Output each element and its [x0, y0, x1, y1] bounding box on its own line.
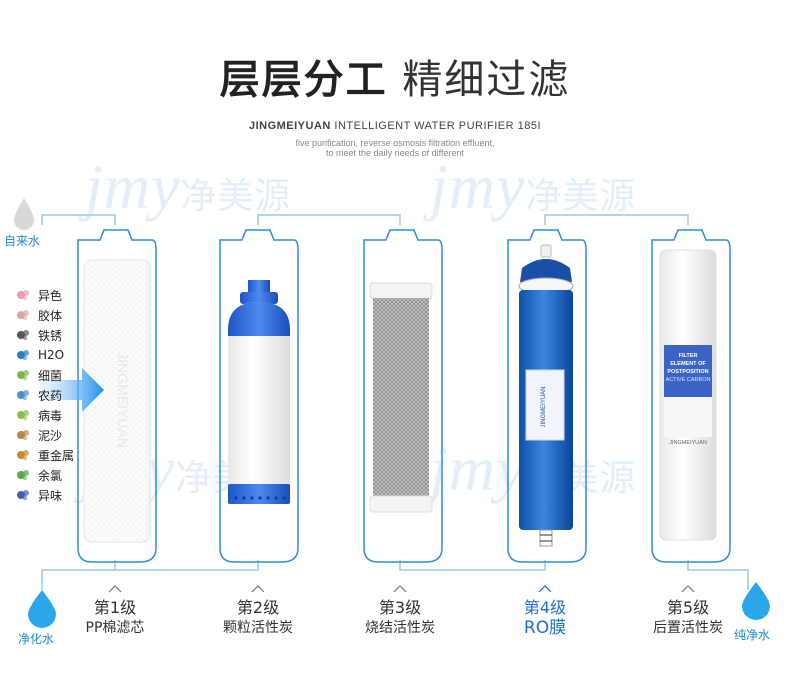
contaminant-label: 重金属	[38, 448, 75, 463]
description: five purification, reverse osmosis filtr…	[0, 138, 790, 158]
description-line-2: to meet the daily needs of different	[326, 148, 464, 158]
tap-water-label: 自来水	[4, 234, 41, 248]
contaminant-item: 胶体	[14, 305, 104, 325]
stage-label-2: 第2级 颗粒活性炭	[188, 598, 328, 638]
housings	[77, 229, 731, 563]
purified-water-drop-icon	[28, 590, 56, 628]
title-light: 精细过滤	[402, 57, 571, 103]
tap-water-drop-icon	[14, 198, 34, 230]
rust-icon	[14, 327, 32, 343]
contaminant-item: 泥沙	[14, 425, 104, 445]
pure-water-drop-icon	[742, 582, 770, 620]
stage-sub: 后置活性炭	[653, 620, 723, 636]
stage-name: 第5级	[666, 598, 710, 617]
ro-brand-label: JINGMEIYUAN	[541, 386, 547, 427]
pesticide-icon	[14, 387, 32, 403]
stage-sub: 烧结活性炭	[365, 620, 435, 636]
contaminant-item: 异味	[14, 485, 104, 505]
title-bold: 层层分工	[219, 57, 388, 103]
description-line-1: five purification, reverse osmosis filtr…	[295, 138, 495, 148]
bacteria-icon	[14, 367, 32, 383]
sediment-icon	[14, 427, 32, 443]
stage-name: 第4级	[523, 598, 567, 617]
stage-sub: 颗粒活性炭	[223, 620, 293, 636]
cartridge-engraving: JINGMEIYUAN	[115, 352, 131, 448]
colloid-icon	[14, 307, 32, 323]
color-blob-icon	[14, 287, 32, 303]
water-molecule-icon	[14, 347, 32, 363]
contaminant-label: 余氯	[38, 468, 63, 483]
contaminant-item: 异色	[14, 285, 104, 305]
stage-name: 第1级	[93, 598, 137, 617]
odor-icon	[14, 487, 32, 503]
sintered-carbon-cartridge	[369, 282, 433, 513]
subtitle: JINGMEIYUAN INTELLIGENT WATER PURIFIER 1…	[0, 120, 790, 132]
contaminant-label: 铁锈	[38, 328, 63, 343]
post-carbon-brand: JINGMEIYUAN	[669, 440, 707, 446]
post-carbon-line-4: ACTIVE CARBON	[666, 377, 711, 383]
stage-sub: RO膜	[523, 618, 567, 638]
contaminant-item: 余氯	[14, 465, 104, 485]
pipes	[41, 214, 749, 590]
purified-water-label: 净化水	[18, 632, 55, 646]
contaminant-label: 细菌	[38, 368, 63, 383]
contaminant-label: 泥沙	[38, 428, 63, 443]
stage-sub: PP棉滤芯	[85, 620, 145, 636]
post-carbon-line-3: POSTPOSITION	[667, 369, 708, 375]
stage-label-3: 第3级 烧结活性炭	[330, 598, 470, 638]
stage-label-1: 第1级 PP棉滤芯	[45, 598, 185, 638]
pp-cotton-cartridge: JINGMEIYUAN	[83, 259, 151, 543]
ro-membrane-cartridge: JINGMEIYUAN	[518, 244, 574, 547]
stage-label-5: 第5级 后置活性炭	[618, 598, 758, 638]
contaminant-label: H2O	[38, 348, 65, 362]
contaminant-item: 农药	[14, 385, 104, 405]
contaminant-label: 异味	[38, 488, 63, 503]
flow-arrow-icon	[40, 368, 104, 412]
post-carbon-line-2: ELEMENT OF	[670, 361, 706, 367]
contaminant-label: 病毒	[38, 408, 63, 423]
contaminant-item: 铁锈	[14, 325, 104, 345]
subtitle-rest: INTELLIGENT WATER PURIFIER 185I	[334, 120, 542, 132]
stage-name: 第2级	[236, 598, 280, 617]
granular-carbon-cartridge	[228, 280, 290, 504]
contaminant-label: 异色	[38, 288, 63, 303]
contaminant-label: 农药	[38, 388, 63, 403]
page-title: 层层分工 精细过滤	[0, 54, 790, 106]
contaminant-item: 细菌	[14, 365, 104, 385]
heavy-metal-icon	[14, 447, 32, 463]
post-carbon-cartridge: FILTER ELEMENT OF POSTPOSITION ACTIVE CA…	[659, 249, 717, 541]
contaminant-list: 异色胶体铁锈 H2O 细菌农药病毒泥沙重金属余氯异味	[14, 285, 104, 505]
chlorine-icon	[14, 467, 32, 483]
contaminant-item: 重金属	[14, 445, 104, 465]
contaminant-item: 病毒	[14, 405, 104, 425]
contaminant-label: 胶体	[38, 308, 63, 323]
header: 层层分工 精细过滤 JINGMEIYUAN INTELLIGENT WATER …	[0, 0, 790, 170]
virus-icon	[14, 407, 32, 423]
subtitle-brand: JINGMEIYUAN	[248, 120, 331, 132]
contaminant-item: H2O	[14, 345, 104, 365]
stage-name: 第3级	[378, 598, 422, 617]
pure-water-label: 纯净水	[734, 628, 771, 642]
stage-label-4: 第4级 RO膜	[475, 598, 615, 638]
post-carbon-line-1: FILTER	[679, 353, 698, 359]
